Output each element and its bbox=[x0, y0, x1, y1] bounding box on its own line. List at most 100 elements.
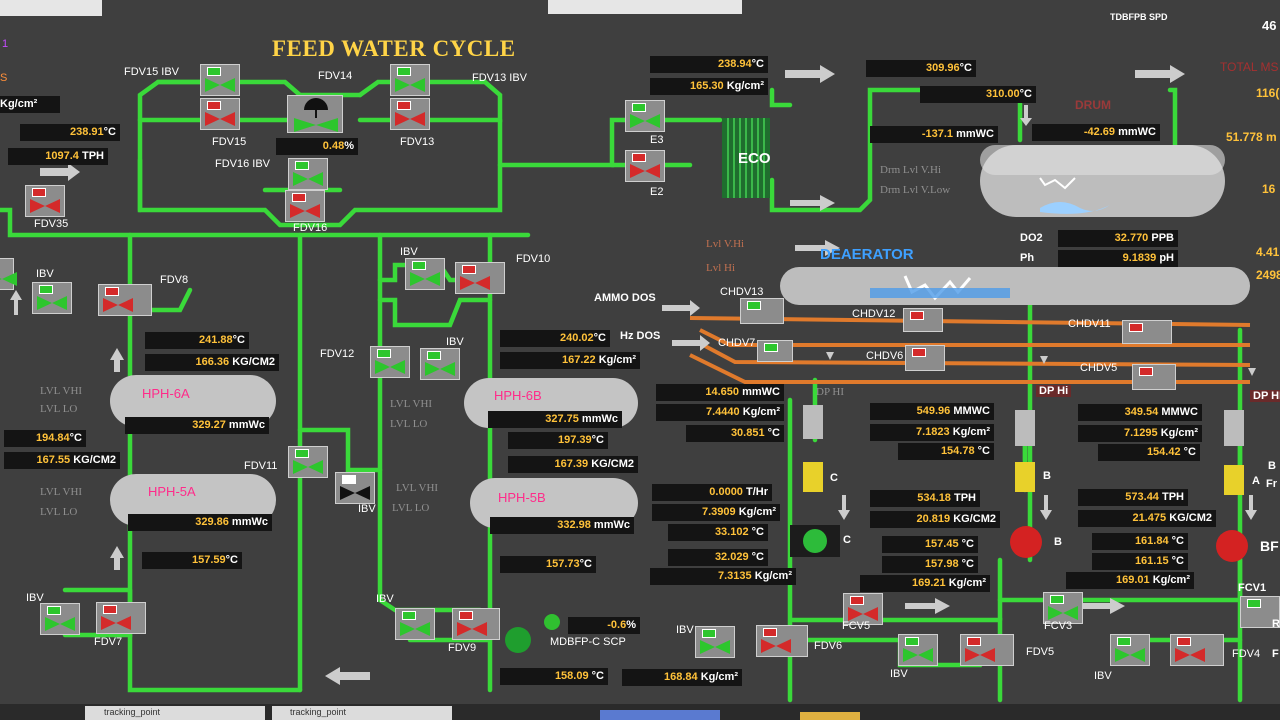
readout-c10: 158.09 °C bbox=[500, 668, 608, 685]
hph-5a-vessel bbox=[110, 474, 276, 526]
edge-right-13: DP HI bbox=[1250, 390, 1280, 402]
readout-c5: 7.3909 Kg/cm² bbox=[652, 504, 780, 521]
edge-right-9: Fr bbox=[1266, 478, 1277, 490]
valve-fdv5[interactable] bbox=[960, 634, 1014, 666]
valve-fcv1[interactable] bbox=[1240, 596, 1280, 628]
valve-fdv35[interactable] bbox=[25, 185, 65, 217]
label-mdbfp: MDBFP-C SCP bbox=[550, 636, 626, 648]
flow-arrows bbox=[10, 65, 1257, 685]
valve-edge-left[interactable] bbox=[0, 258, 17, 290]
valve-chdv13[interactable] bbox=[740, 298, 784, 324]
valve-fdv8[interactable] bbox=[98, 284, 152, 316]
label-ibv-a: IBV bbox=[36, 268, 54, 280]
label-ibv-f: IBV bbox=[376, 593, 394, 605]
label-fdv8: FDV8 bbox=[160, 274, 189, 286]
valve-ibv-c[interactable] bbox=[420, 348, 460, 380]
edge-right-6: 4.41 bbox=[1256, 245, 1280, 259]
label-fcv3: FCV3 bbox=[1044, 620, 1073, 632]
valve-fdv13[interactable] bbox=[390, 98, 430, 130]
edge-right-15: F bbox=[1272, 648, 1279, 660]
strainer-a bbox=[1224, 410, 1244, 446]
label-ibv-e: IBV bbox=[26, 592, 44, 604]
valve-ibv-e[interactable] bbox=[40, 603, 80, 635]
label-ph: Ph bbox=[1020, 252, 1035, 264]
label-e3: E3 bbox=[650, 134, 664, 146]
readout-a7: 161.15 °C bbox=[1092, 553, 1188, 570]
drum-label: DRUM bbox=[1075, 98, 1111, 112]
label-fdv35: FDV35 bbox=[34, 218, 69, 230]
valve-e3[interactable] bbox=[625, 100, 665, 132]
readout-t7: 310.00°C bbox=[920, 86, 1036, 103]
valve-ibv-a[interactable] bbox=[32, 282, 72, 314]
valve-ibv-b[interactable] bbox=[405, 258, 445, 290]
valve-ibv-g[interactable] bbox=[695, 626, 735, 658]
valve-fdv12[interactable] bbox=[370, 346, 410, 378]
edge-right-10: A bbox=[1252, 475, 1260, 487]
valve-fdv15[interactable] bbox=[200, 98, 240, 130]
valve-fdv11[interactable] bbox=[288, 446, 328, 478]
readout-b6: 157.45 °C bbox=[882, 536, 978, 553]
label-e2: E2 bbox=[650, 186, 664, 198]
valve-ibv-h[interactable] bbox=[898, 634, 938, 666]
readout-t2: 1097.4 TPH bbox=[8, 148, 108, 165]
readout-h5b-temp: 157.73°C bbox=[500, 556, 596, 573]
taskbar-item-1[interactable] bbox=[85, 706, 265, 720]
label-ibv-h: IBV bbox=[890, 668, 908, 680]
valve-fdv4[interactable] bbox=[1170, 634, 1224, 666]
top-right-tag: TDBFPB SPD bbox=[1110, 12, 1168, 22]
readout-t11: 9.1839 pH bbox=[1058, 250, 1178, 267]
edge-right-8: B bbox=[1268, 460, 1276, 472]
label-hz-dos: Hz DOS bbox=[620, 330, 661, 342]
valve-chdv7[interactable] bbox=[757, 340, 793, 362]
readout-c11: 168.84 Kg/cm² bbox=[622, 669, 742, 686]
taskbar-label-2[interactable]: tracking_point bbox=[290, 707, 347, 717]
valve-fdv16[interactable] bbox=[285, 190, 325, 222]
readout-t10: 32.770 PPB bbox=[1058, 230, 1178, 247]
valve-fdv13-ibv[interactable] bbox=[390, 64, 430, 96]
valve-chdv11[interactable] bbox=[1122, 320, 1172, 344]
taskbar-item-2[interactable] bbox=[272, 706, 452, 720]
valve-fdv6[interactable] bbox=[756, 625, 808, 657]
label-ammo-dos: AMMO DOS bbox=[594, 292, 656, 304]
valve-e2[interactable] bbox=[625, 150, 665, 182]
taskbar-label-1[interactable]: tracking_point bbox=[104, 707, 161, 717]
strainer-b bbox=[1015, 410, 1035, 446]
valve-fcv5[interactable] bbox=[843, 593, 883, 625]
valve-fdv9[interactable] bbox=[452, 608, 500, 640]
valve-chdv5[interactable] bbox=[1132, 364, 1176, 390]
pump-a bbox=[1216, 530, 1248, 562]
label-lvl-lo-6b: LVL LO bbox=[390, 418, 428, 430]
filter-a bbox=[1224, 465, 1244, 495]
valve-fdv10[interactable] bbox=[455, 262, 505, 294]
label-fdv13-ibv: FDV13 IBV bbox=[472, 72, 528, 84]
valve-fcv3[interactable] bbox=[1043, 592, 1083, 624]
label-ibv-c: IBV bbox=[446, 336, 464, 348]
readout-a4: 573.44 TPH bbox=[1078, 489, 1188, 506]
valve-fdv7[interactable] bbox=[96, 602, 146, 634]
valve-chdv6[interactable] bbox=[905, 345, 945, 371]
edge-left-unit: Kg/cm² bbox=[0, 96, 60, 113]
valve-ibv-d[interactable] bbox=[335, 472, 375, 504]
edge-right-14: R bbox=[1272, 618, 1280, 630]
readout-b3: 154.78 °C bbox=[898, 443, 994, 460]
label-hph-6b: HPH-6B bbox=[494, 388, 542, 403]
hand-icon bbox=[544, 614, 560, 630]
filter-b bbox=[1015, 462, 1035, 492]
label-pump-b: B bbox=[1054, 536, 1062, 548]
page-title: FEED WATER CYCLE bbox=[272, 36, 516, 61]
edge-right-5: 16 bbox=[1262, 182, 1276, 196]
valve-fdv16-ibv[interactable] bbox=[288, 158, 328, 190]
label-fdv16: FDV16 bbox=[293, 222, 328, 234]
readout-b2: 7.1823 Kg/cm² bbox=[870, 424, 994, 441]
strainer-c bbox=[803, 405, 823, 439]
valve-fdv14-control[interactable] bbox=[287, 95, 343, 133]
valve-ibv-i[interactable] bbox=[1110, 634, 1150, 666]
valve-ibv-f[interactable] bbox=[395, 608, 435, 640]
readout-t5: 0.48% bbox=[276, 138, 358, 155]
edge-right-12: FCV1 bbox=[1238, 582, 1267, 594]
readout-h5a-temp: 157.59°C bbox=[142, 552, 242, 569]
valve-fdv15-ibv[interactable] bbox=[200, 64, 240, 96]
drum-water bbox=[1040, 202, 1110, 214]
label-da-vhi: Lvl V.Hi bbox=[706, 238, 745, 250]
valve-chdv12[interactable] bbox=[903, 308, 943, 332]
